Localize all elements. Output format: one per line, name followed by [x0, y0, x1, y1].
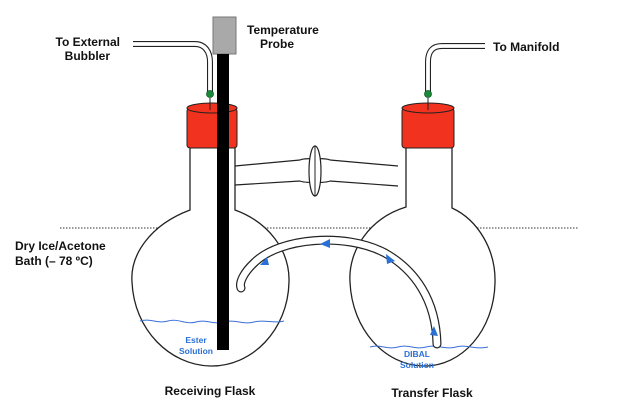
flow-arrow — [386, 254, 395, 264]
needle-tip — [424, 90, 432, 98]
flow-arrow — [320, 239, 330, 248]
receiving-flask — [131, 148, 290, 367]
stopcock — [308, 145, 322, 197]
dibal-solution-label-2: Solution — [400, 360, 434, 370]
probe-head — [212, 16, 237, 55]
needle-tip — [206, 90, 214, 98]
dibal-solution-surface — [369, 345, 489, 349]
left-stopper — [186, 102, 238, 149]
receiving-flask-label: Receiving Flask — [165, 384, 256, 398]
flow-arrows — [260, 239, 438, 336]
transfer-cannula — [236, 235, 442, 349]
external-bubbler-label: To External — [56, 35, 120, 49]
manifold-needle — [424, 43, 485, 110]
bath-label-2: Bath (– 78 ºC) — [15, 254, 93, 268]
transfer-flask-label: Transfer Flask — [391, 386, 473, 400]
ester-solution-label: Ester — [185, 335, 207, 345]
right-stopper — [401, 102, 455, 149]
probe-rod-upper — [217, 54, 229, 150]
ester-solution-surface — [139, 319, 285, 324]
bubbler-needle — [133, 41, 214, 110]
external-bubbler-label-2: Bubbler — [65, 49, 111, 63]
to-manifold-label: To Manifold — [493, 40, 559, 54]
temperature-probe-label: Temperature — [247, 23, 319, 37]
bath-label: Dry Ice/Acetone — [15, 239, 106, 253]
flow-arrow — [260, 257, 269, 265]
flow-arrow — [430, 326, 438, 336]
transfer-flask — [349, 148, 496, 367]
temperature-probe-label-2: Probe — [260, 37, 294, 51]
ester-solution-label-2: Solution — [179, 346, 213, 356]
dibal-solution-label: DIBAL — [404, 349, 430, 359]
